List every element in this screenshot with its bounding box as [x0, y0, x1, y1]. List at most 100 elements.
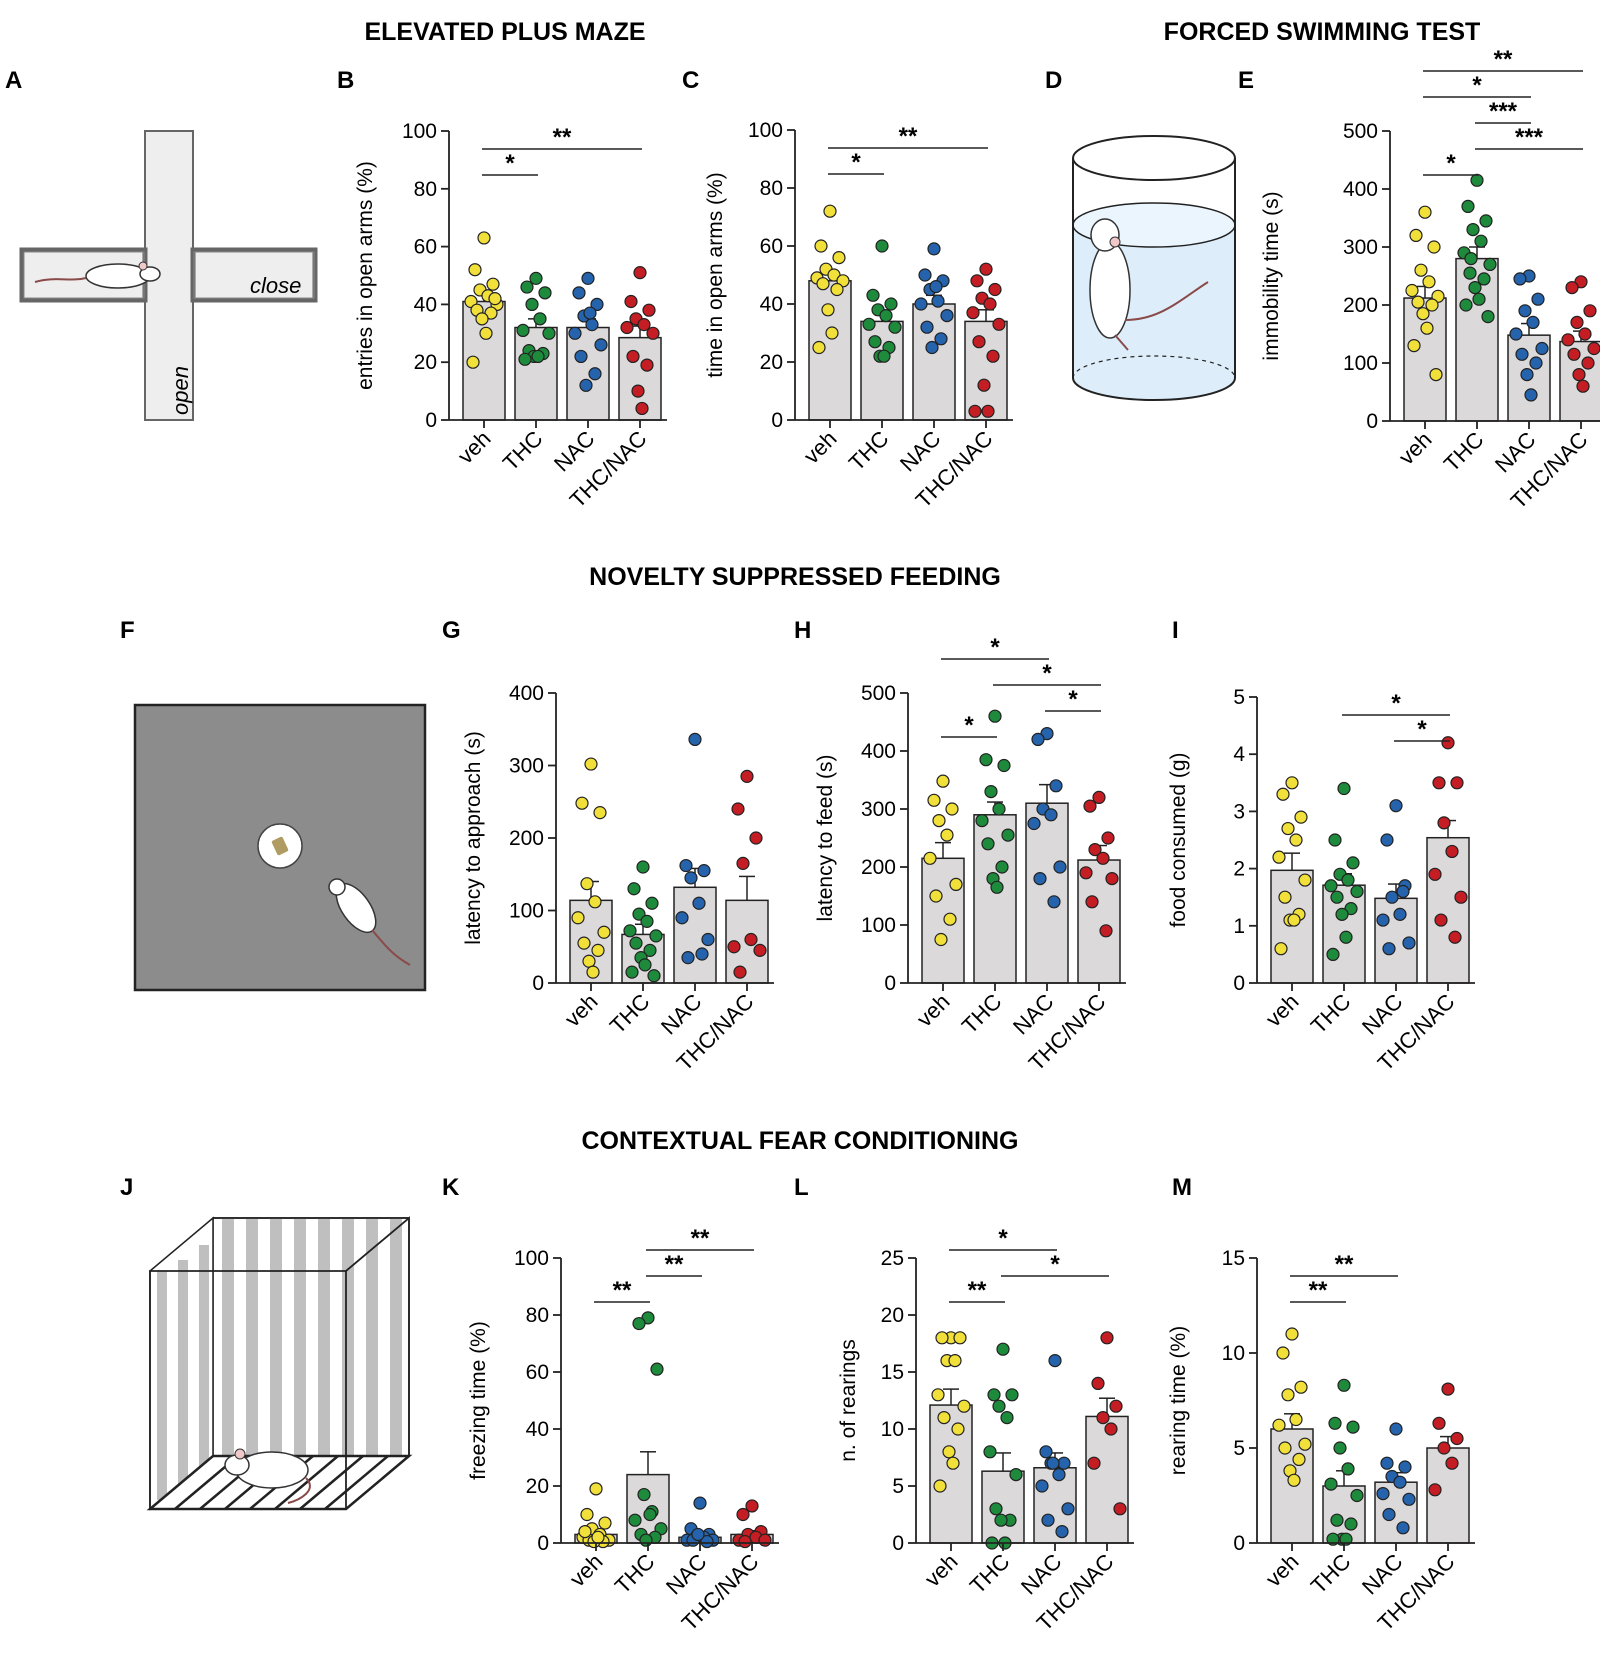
- data-point: [749, 831, 763, 845]
- y-tick-label: 0: [1233, 1532, 1245, 1555]
- data-point: [579, 378, 593, 392]
- x-tick-label: veh: [453, 426, 496, 469]
- data-point: [518, 352, 532, 366]
- data-point: [700, 1534, 714, 1549]
- fear-cage-illustration: [146, 1216, 413, 1511]
- data-point: [1483, 257, 1497, 271]
- data-point: [1285, 776, 1299, 790]
- data-point: [626, 349, 640, 364]
- data-point: [975, 813, 989, 828]
- x-tick-label: THC: [844, 426, 894, 476]
- data-point: [1393, 1475, 1407, 1489]
- data-point: [1044, 808, 1058, 822]
- data-point: [1287, 1473, 1301, 1487]
- data-point: [989, 1502, 1003, 1516]
- data-point: [1335, 907, 1349, 921]
- data-point: [1105, 871, 1119, 886]
- data-point: [1047, 895, 1061, 909]
- significance-stars: *: [1472, 72, 1482, 99]
- data-point: [923, 851, 937, 865]
- data-point: [1330, 1513, 1344, 1527]
- y-axis-label: latency to feed (s): [814, 755, 837, 922]
- data-point: [1454, 890, 1468, 904]
- data-point: [927, 242, 941, 256]
- data-point: [636, 860, 650, 874]
- data-point: [914, 297, 928, 311]
- data-point: [918, 268, 932, 282]
- bar-nac: [912, 303, 956, 421]
- data-point: [1425, 298, 1439, 312]
- y-tick-label: 100: [861, 914, 896, 937]
- data-point: [758, 1533, 772, 1547]
- data-point: [1518, 304, 1532, 318]
- data-point: [981, 837, 995, 851]
- data-point: [1526, 315, 1540, 329]
- data-point: [1407, 339, 1421, 353]
- data-point: [740, 769, 754, 783]
- x-tick-label: THC: [1306, 989, 1356, 1039]
- cage-stripes: [222, 1218, 402, 1456]
- data-point: [984, 784, 998, 799]
- data-point: [1474, 234, 1488, 248]
- data-point: [1515, 347, 1529, 361]
- data-point: [977, 378, 991, 392]
- data-point: [733, 965, 747, 979]
- y-axis-label: latency to approach (s): [462, 731, 485, 945]
- data-point: [1041, 1513, 1055, 1527]
- bar-thc: [973, 814, 1017, 984]
- data-point: [701, 932, 715, 947]
- y-tick-label: 0: [884, 972, 896, 995]
- data-point: [1524, 388, 1538, 402]
- data-point: [1437, 1441, 1451, 1455]
- data-point: [1294, 1380, 1308, 1394]
- data-point: [1346, 856, 1360, 870]
- y-tick-label: 60: [760, 235, 783, 258]
- y-tick-label: 100: [1343, 352, 1378, 375]
- data-point: [1100, 1331, 1114, 1345]
- data-point: [577, 936, 591, 950]
- data-point: [937, 1410, 951, 1425]
- x-tick-label: THC: [965, 1549, 1015, 1599]
- data-point: [736, 856, 750, 870]
- y-tick-label: 40: [526, 1418, 549, 1441]
- data-point: [825, 326, 839, 340]
- data-point: [832, 251, 846, 265]
- y-tick-label: 5: [892, 1475, 904, 1498]
- data-point: [948, 1353, 962, 1368]
- x-tick-label: veh: [560, 989, 603, 1032]
- data-point: [966, 306, 980, 320]
- data-point: [692, 896, 706, 910]
- closed-arm-wall-right: [190, 247, 318, 303]
- panel-label-i: I: [1172, 617, 1179, 644]
- data-point: [1463, 266, 1477, 280]
- data-point: [996, 1342, 1010, 1356]
- data-point: [1092, 790, 1106, 805]
- y-tick-label: 60: [414, 236, 437, 259]
- significance-stars: *: [1068, 686, 1078, 713]
- data-point: [649, 929, 663, 943]
- rat-icon: [328, 878, 411, 966]
- data-point: [1326, 947, 1340, 962]
- data-point: [1001, 828, 1015, 842]
- data-point: [691, 1527, 705, 1542]
- data-point: [1328, 833, 1342, 847]
- data-point: [646, 326, 660, 340]
- data-point: [1448, 930, 1462, 944]
- data-point: [627, 882, 641, 896]
- section-title-fst: FORCED SWIMMING TEST: [1164, 18, 1481, 46]
- y-tick-label: 200: [861, 856, 896, 879]
- food-pellet: [271, 836, 289, 856]
- data-point: [1578, 327, 1592, 341]
- cylinder-bottom-front: [1072, 377, 1236, 401]
- data-point: [1479, 214, 1493, 228]
- data-point: [647, 969, 661, 983]
- data-point: [1057, 1456, 1071, 1470]
- bar-thc: [860, 320, 904, 421]
- data-point: [591, 943, 605, 957]
- data-point: [1088, 842, 1102, 857]
- data-point: [1382, 942, 1396, 956]
- data-point: [953, 1331, 967, 1345]
- y-tick-label: 2: [1233, 858, 1245, 881]
- data-point: [1292, 1452, 1306, 1467]
